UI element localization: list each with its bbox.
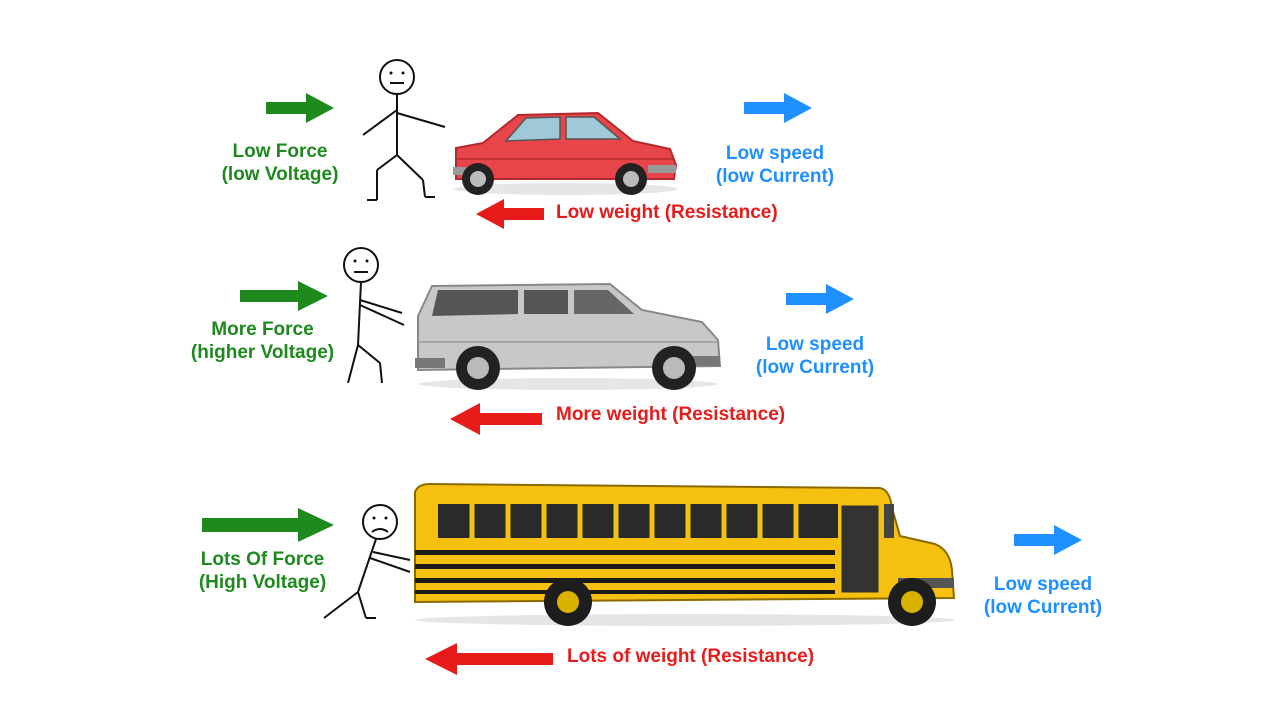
weight-arrow-icon	[425, 643, 553, 675]
school-bus-icon	[414, 482, 956, 626]
speed-label: Low speed(low Current)	[755, 334, 875, 378]
force-label: Low Force(low Voltage)	[221, 141, 339, 185]
speed-arrow-icon	[744, 93, 812, 123]
stick-figure-icon	[362, 59, 446, 201]
suv-icon	[415, 282, 722, 390]
weight-label: Low weight (Resistance)	[556, 202, 778, 223]
stick-figure-icon	[323, 504, 411, 619]
weight-arrow-icon	[450, 403, 542, 435]
stick-figure-icon	[343, 247, 405, 384]
speed-arrow-icon	[1014, 525, 1082, 555]
force-arrow-icon	[202, 508, 334, 542]
force-arrow-icon	[266, 93, 334, 123]
weight-label: More weight (Resistance)	[556, 404, 786, 425]
force-label: More Force(higher Voltage)	[190, 319, 335, 363]
car-icon	[453, 111, 678, 195]
weight-label: Lots of weight (Resistance)	[567, 646, 815, 667]
force-arrow-icon	[240, 281, 328, 311]
force-label: Lots Of Force(High Voltage)	[198, 549, 327, 593]
speed-label: Low speed(low Current)	[983, 574, 1103, 618]
weight-arrow-icon	[476, 199, 544, 229]
speed-label: Low speed(low Current)	[715, 143, 835, 187]
speed-arrow-icon	[786, 284, 854, 314]
